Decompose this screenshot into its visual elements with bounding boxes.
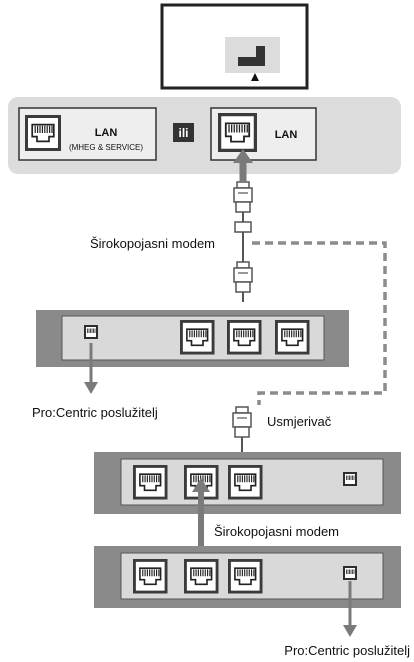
tv-lan-panel: LAN (MHEG & SERVICE) ili LAN — [8, 97, 401, 174]
pro-centric-server-label-right: Pro:Centric poslužitelj — [284, 643, 410, 658]
lan-port-icon — [24, 114, 62, 152]
ethernet-plug-icon — [232, 406, 252, 438]
lan-right-label: LAN — [275, 129, 298, 141]
arrow-icon — [84, 343, 98, 394]
router-label: Usmjerivač — [267, 414, 332, 429]
tv-icon — [160, 3, 309, 90]
lan-mheg-label: LAN — [95, 127, 118, 139]
ethernet-plug-icon — [233, 261, 253, 293]
ethernet-plug-icon — [233, 181, 253, 213]
lan-mheg-sublabel: (MHEG & SERVICE) — [69, 143, 143, 152]
broadband-modem-device-2 — [94, 546, 401, 608]
ethernet-cable-tv — [233, 149, 253, 262]
pro-centric-server-label-left: Pro:Centric poslužitelj — [32, 405, 158, 420]
arrow-icon — [343, 581, 357, 637]
router-device — [94, 452, 401, 514]
broadband-modem-label-bottom: Širokopojasni modem — [214, 524, 339, 539]
or-label: ili — [178, 126, 188, 140]
or-badge — [173, 123, 194, 142]
broadband-modem-label-top: Širokopojasni modem — [90, 236, 215, 251]
lan-port-icon-selected — [217, 112, 258, 153]
broadband-modem-device — [36, 310, 349, 367]
